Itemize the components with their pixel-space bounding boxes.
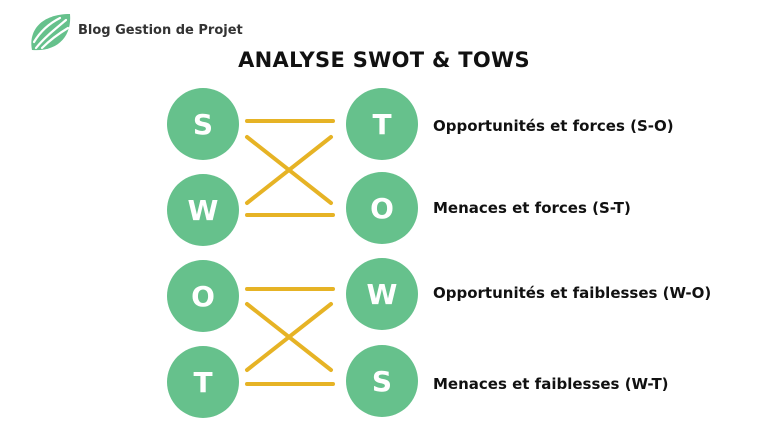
tows-circle-t: T xyxy=(346,88,418,160)
swot-circle-w: W xyxy=(167,174,239,246)
connector-line-s-o xyxy=(245,135,333,205)
leaf-logo-icon xyxy=(31,14,71,51)
connector-line-w-t xyxy=(245,135,333,205)
swot-circle-o: O xyxy=(167,260,239,332)
swot-circle-t: T xyxy=(167,346,239,418)
connector-line-o-s xyxy=(245,302,333,372)
tows-circle-o: O xyxy=(346,172,418,244)
strategy-label-so: Opportunités et forces (S-O) xyxy=(433,117,674,135)
tows-circle-s: S xyxy=(346,345,418,417)
brand-name: Blog Gestion de Projet xyxy=(78,22,243,38)
brand: Blog Gestion de Projet xyxy=(26,8,243,58)
tows-circle-w: W xyxy=(346,258,418,330)
strategy-label-st: Menaces et forces (S-T) xyxy=(433,199,631,217)
page-title: ANALYSE SWOT & TOWS xyxy=(238,48,530,72)
connector-line-t-w xyxy=(245,302,333,372)
strategy-label-wt: Menaces et faiblesses (W-T) xyxy=(433,375,669,393)
strategy-label-wo: Opportunités et faiblesses (W-O) xyxy=(433,284,712,302)
swot-circle-s: S xyxy=(167,88,239,160)
